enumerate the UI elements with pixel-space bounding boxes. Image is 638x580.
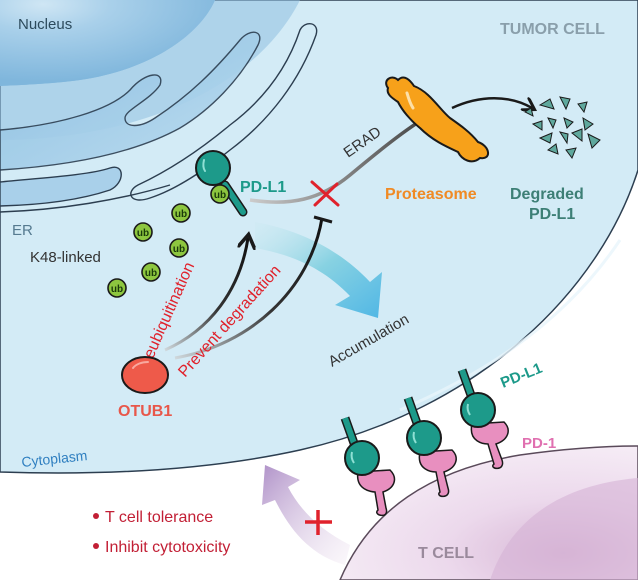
signal-block-icon	[305, 510, 332, 535]
t-cell-signal-arrow	[262, 465, 350, 565]
degraded-label-line2: PD-L1	[529, 206, 575, 223]
prevent-degradation-arrow	[174, 217, 324, 360]
t-cell-label: T CELL	[418, 545, 474, 562]
pdl1-er-label: PD-L1	[240, 179, 286, 196]
cytoplasm-label: Cytoplasm	[21, 447, 88, 470]
ubiquitin-group: ub ub ub ub ub ub	[107, 184, 230, 298]
ub-5: ub	[107, 278, 127, 298]
pd1-label: PD-1	[522, 435, 556, 452]
ub-1: ub	[171, 203, 191, 223]
ub-3: ub	[169, 238, 189, 258]
svg-text:ub: ub	[175, 209, 187, 220]
degraded-pdl1-fragments	[524, 96, 601, 160]
svg-text:ub: ub	[173, 244, 185, 255]
otub1-label: OTUB1	[118, 403, 172, 420]
erad-path	[249, 116, 426, 204]
outcomes-list: T cell tolerance Inhibit cytotoxicity	[93, 509, 230, 556]
pdl1-pd1-pair-1	[340, 416, 396, 517]
pdl1-surface-label: PD-L1	[498, 360, 545, 392]
pdl1-pd1-pair-3	[457, 368, 509, 470]
inhibition-bar	[313, 215, 333, 224]
pdl1-pd1-pair-2	[403, 396, 457, 498]
ub-2: ub	[133, 222, 153, 242]
nucleus-label: Nucleus	[18, 16, 72, 33]
ub-4: ub	[141, 262, 161, 282]
proteasome	[385, 76, 489, 163]
svg-text:ub: ub	[137, 228, 149, 239]
membrane-highlight	[399, 239, 622, 412]
er-membrane	[0, 23, 318, 213]
k48-linked-label: K48-linked	[30, 249, 101, 266]
accumulation-arrow	[255, 222, 382, 318]
outcome-item: Inhibit cytotoxicity	[105, 539, 230, 556]
outcome-item: T cell tolerance	[105, 509, 213, 526]
degradation-arrow	[451, 98, 532, 108]
block-x-icon	[310, 180, 340, 207]
svg-text:ub: ub	[111, 284, 123, 295]
svg-text:ub: ub	[214, 190, 226, 201]
svg-text:ub: ub	[145, 268, 157, 279]
t-cell-nucleus	[490, 478, 638, 580]
ub-attached: ub	[210, 184, 230, 204]
otub1-molecule	[121, 356, 169, 394]
degraded-label-line1: Degraded	[510, 186, 584, 203]
er-label: ER	[12, 222, 33, 239]
deubiquitination-arrow	[164, 238, 248, 352]
tumor-cell-label: TUMOR CELL	[500, 21, 605, 38]
proteasome-label: Proteasome	[385, 186, 477, 203]
